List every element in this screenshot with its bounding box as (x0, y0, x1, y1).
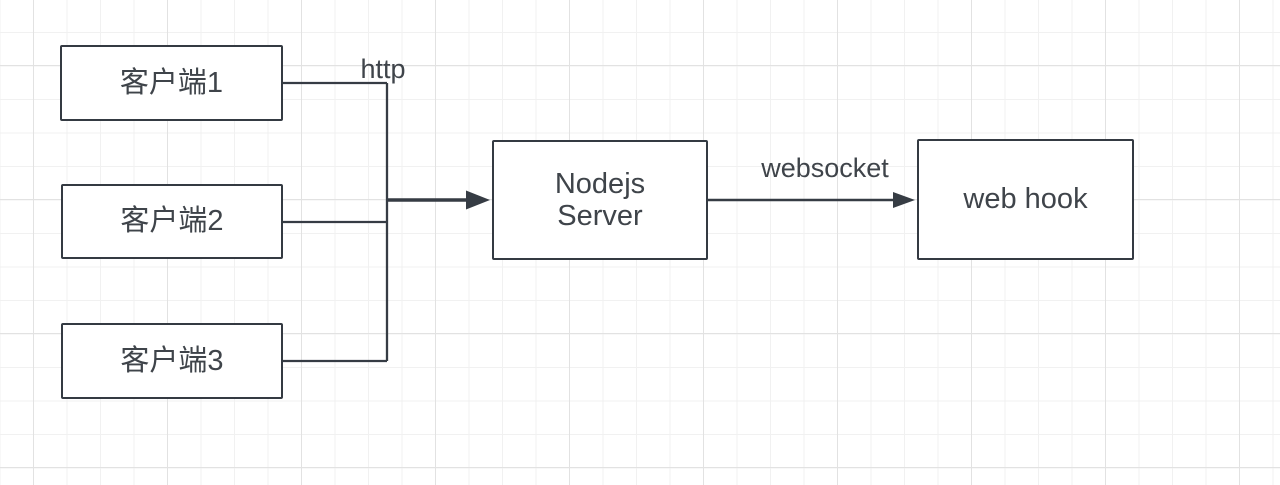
node-client3[interactable]: 客户端3 (61, 323, 283, 399)
node-client2[interactable]: 客户端2 (61, 184, 283, 259)
node-client3-label: 客户端3 (120, 344, 224, 377)
edge-label-http: http (360, 54, 406, 84)
node-web-hook[interactable]: web hook (917, 139, 1134, 260)
node-nodejs-server-label: Nodejs Server (554, 167, 646, 232)
websocket-arrowhead-icon (893, 192, 915, 208)
node-nodejs-server[interactable]: Nodejs Server (492, 140, 708, 260)
edge-label-websocket: websocket (761, 153, 889, 183)
http-arrowhead-icon (466, 190, 490, 210)
node-client1[interactable]: 客户端1 (60, 45, 283, 121)
node-client1-label: 客户端1 (119, 66, 224, 99)
node-web-hook-label: web hook (963, 183, 1088, 216)
node-client2-label: 客户端2 (120, 205, 224, 238)
